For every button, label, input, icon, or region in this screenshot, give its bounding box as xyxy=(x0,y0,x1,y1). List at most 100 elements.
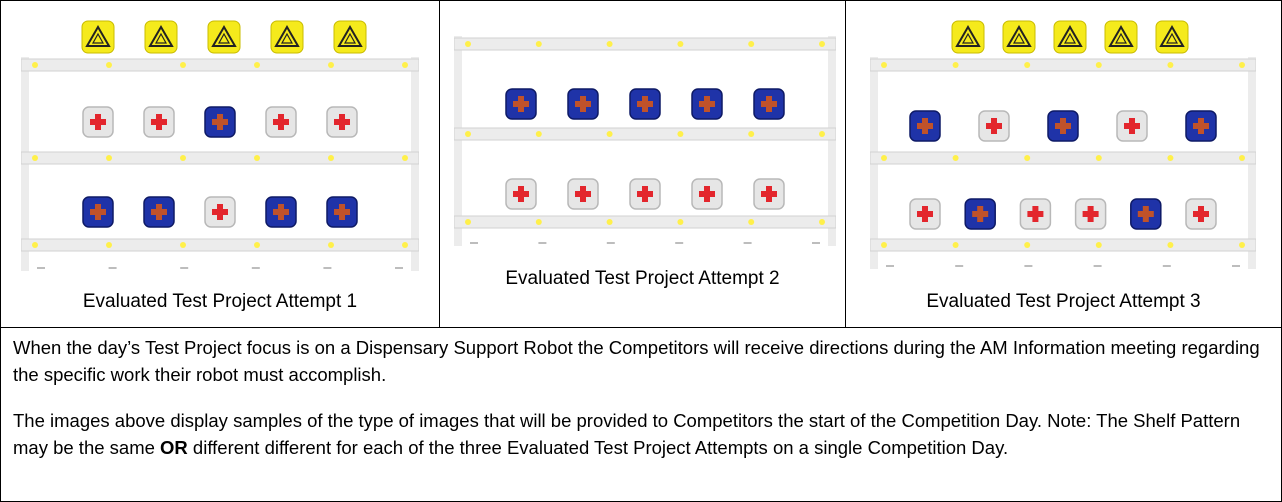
white-box xyxy=(567,178,599,210)
blue-box xyxy=(629,88,661,120)
blue-box xyxy=(964,198,996,230)
shelf-led xyxy=(1095,62,1102,68)
white-box xyxy=(326,106,358,138)
shelf-bar xyxy=(21,58,419,72)
shelf-led xyxy=(32,242,38,248)
shelf-post xyxy=(828,36,836,246)
table-border-left xyxy=(0,0,1,502)
shelf-led xyxy=(1024,242,1031,248)
shelf-led xyxy=(748,131,755,137)
shelf-led xyxy=(1024,155,1031,161)
blue-box xyxy=(204,106,236,138)
shelf-led xyxy=(180,242,186,248)
warning-icon xyxy=(1002,20,1036,54)
attempt-cell-1: Evaluated Test Project Attempt 1 xyxy=(1,1,439,327)
warning-icon xyxy=(1104,20,1138,54)
shelf-image-attempt-3 xyxy=(870,19,1256,269)
attempt-cell-3: Evaluated Test Project Attempt 3 xyxy=(846,1,1281,327)
blue-box xyxy=(753,88,785,120)
warning-icon xyxy=(951,20,985,54)
shelf-led xyxy=(535,219,542,225)
table-border-middle xyxy=(0,327,1282,328)
shelf-led xyxy=(1239,62,1245,68)
shelf-led xyxy=(465,131,471,137)
shelf-led xyxy=(819,41,825,47)
shelf-led xyxy=(402,62,408,68)
shelf-led xyxy=(677,131,684,137)
shelf-led xyxy=(32,155,38,161)
warning-icon xyxy=(1155,20,1189,54)
paragraph-2-text-b: different different for each of the thre… xyxy=(187,437,1009,458)
shelf-foot-mark xyxy=(1232,265,1240,267)
shelf-foot-mark xyxy=(251,267,260,269)
shelf-foot-mark xyxy=(323,267,332,269)
warning-icon xyxy=(270,20,304,54)
shelf-led xyxy=(1239,155,1245,161)
shelf-led xyxy=(328,242,334,248)
shelf-led xyxy=(748,219,755,225)
shelf-led xyxy=(606,41,613,47)
shelf-led xyxy=(819,219,825,225)
warning-icon xyxy=(207,20,241,54)
warning-icon xyxy=(81,20,115,54)
shelf-led xyxy=(254,62,260,68)
shelf-led xyxy=(465,219,471,225)
shelf-diagram xyxy=(870,20,1256,269)
shelf-led xyxy=(952,62,959,68)
shelf-foot-mark xyxy=(743,242,752,244)
shelf-bar xyxy=(454,215,836,229)
cell-divider-1 xyxy=(439,0,440,327)
white-box xyxy=(1019,198,1052,230)
shelf-foot-mark xyxy=(955,265,964,267)
white-box xyxy=(204,196,236,228)
shelf-led xyxy=(1095,155,1102,161)
white-box xyxy=(1074,198,1107,230)
white-box xyxy=(143,106,175,138)
shelf-led xyxy=(535,131,542,137)
shelf-image-attempt-2 xyxy=(454,36,836,246)
shelf-led xyxy=(180,62,186,68)
blue-box xyxy=(909,110,941,142)
paragraph-2-bold: OR xyxy=(160,437,188,458)
blue-box xyxy=(265,196,297,228)
shelf-foot-mark xyxy=(1093,265,1102,267)
white-box xyxy=(82,106,114,138)
blue-box xyxy=(691,88,723,120)
shelf-led xyxy=(881,242,887,248)
blue-box xyxy=(143,196,175,228)
description-cell: When the day’s Test Project focus is on … xyxy=(1,328,1281,501)
shelf-diagram xyxy=(454,36,836,246)
shelf-led xyxy=(106,155,112,161)
shelf-post xyxy=(454,36,462,246)
attempt-cell-2: Evaluated Test Project Attempt 2 xyxy=(440,1,845,327)
shelf-led xyxy=(677,219,684,225)
shelf-foot-mark xyxy=(395,267,403,269)
shelf-led xyxy=(1167,242,1174,248)
shelf-bar xyxy=(870,151,1256,165)
shelf-led xyxy=(748,41,755,47)
cell-divider-2 xyxy=(845,0,846,327)
shelf-diagram xyxy=(21,20,419,271)
shelf-led xyxy=(254,242,260,248)
white-box xyxy=(1185,198,1217,230)
shelf-led xyxy=(402,155,408,161)
shelf-bar xyxy=(21,151,419,165)
shelf-foot-mark xyxy=(1024,265,1033,267)
attempt-caption: Evaluated Test Project Attempt 3 xyxy=(926,291,1201,312)
warning-icon xyxy=(144,20,178,54)
shelf-led xyxy=(328,155,334,161)
attempt-caption: Evaluated Test Project Attempt 1 xyxy=(82,291,358,312)
white-box xyxy=(691,178,723,210)
blue-box xyxy=(1130,198,1162,230)
attempt-caption: Evaluated Test Project Attempt 2 xyxy=(505,268,780,289)
shelf-foot-mark xyxy=(470,242,478,244)
shelf-led xyxy=(106,62,112,68)
shelf-led xyxy=(1095,242,1102,248)
shelf-led xyxy=(952,242,959,248)
shelf-led xyxy=(881,62,887,68)
white-box xyxy=(505,178,537,210)
blue-box xyxy=(505,88,537,120)
shelf-led xyxy=(402,242,408,248)
shelf-led xyxy=(465,41,471,47)
